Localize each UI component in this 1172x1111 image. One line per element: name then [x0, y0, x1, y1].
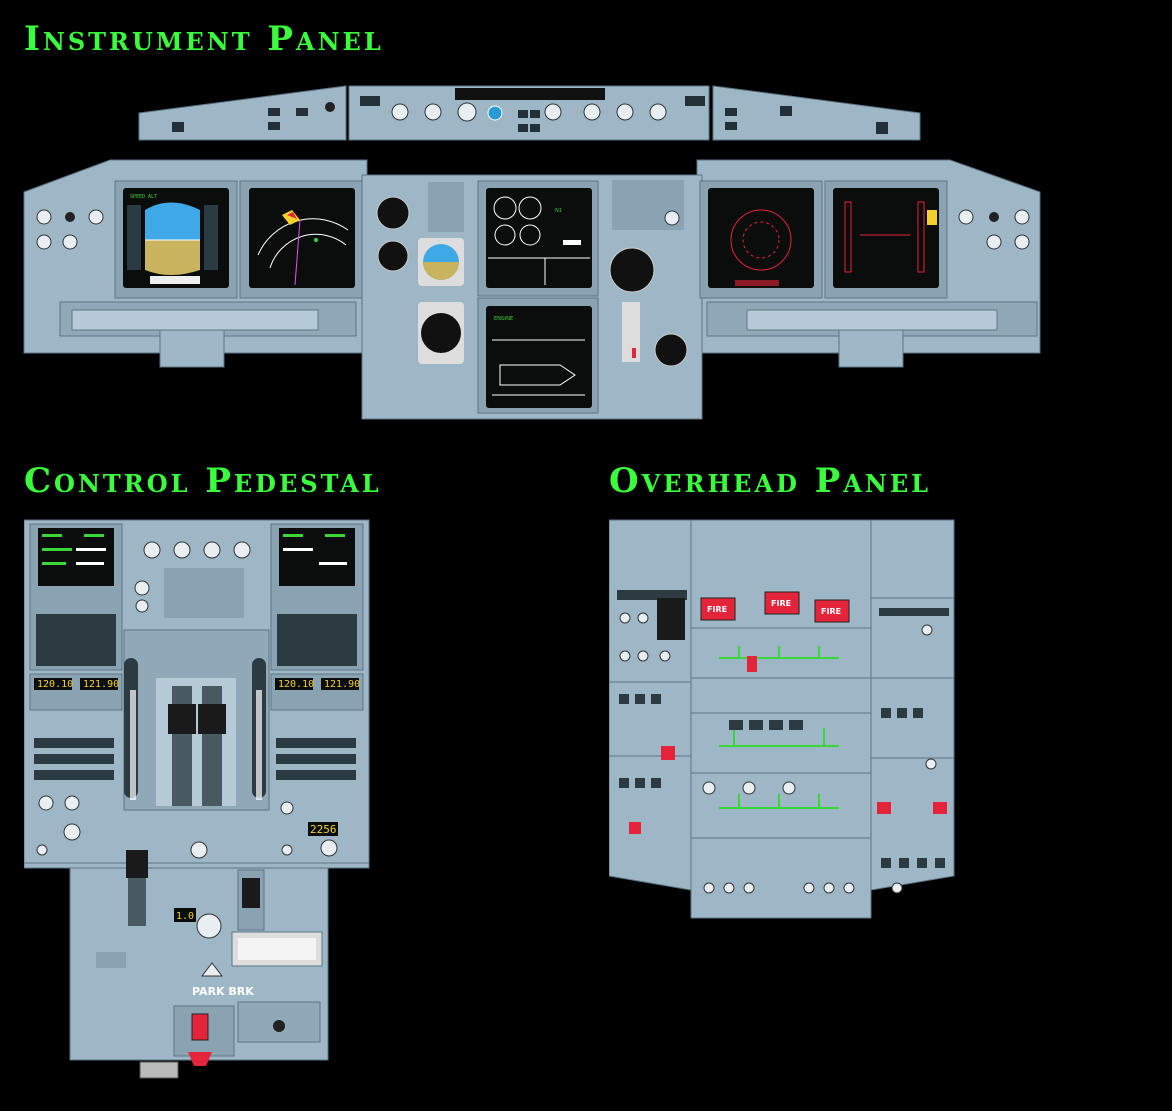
electrical-hydraulic-synoptic [719, 646, 839, 809]
gauge-icon [376, 196, 410, 230]
instrument-panel-heading: Instrument Panel [24, 19, 384, 59]
fire-label-3: FIRE [821, 607, 841, 616]
pfd-captain: SPEED ALT [123, 188, 229, 288]
ecam-upper: N1 [486, 188, 592, 288]
svg-text:N1: N1 [555, 208, 562, 214]
svg-text:ENGINE: ENGINE [494, 316, 513, 322]
glareshield-left [138, 85, 347, 141]
park-brake-label: PARK BRK [192, 985, 254, 998]
engine-fire-panel[interactable]: FIRE FIRE FIRE [700, 591, 850, 623]
rmp-right-active: 120.10 [278, 679, 314, 690]
ecam-control-panel[interactable] [134, 541, 251, 618]
ecam-lower: ENGINE [486, 306, 592, 408]
instrument-panel: SPEED ALT N1 ENGINE [23, 85, 1041, 420]
engine-master-switches[interactable] [173, 1005, 235, 1066]
fire-label-2: FIRE [771, 599, 791, 608]
stab-readout: 1.0 [176, 911, 194, 922]
overhead-panel-heading: Overhead Panel [609, 461, 932, 501]
fcu-knobs[interactable] [391, 102, 667, 122]
nd-captain [249, 188, 355, 288]
mcdu-left[interactable] [29, 523, 123, 671]
speedbrake-lever[interactable] [126, 850, 148, 926]
overhead-panel: FIRE FIRE FIRE [609, 519, 955, 919]
fire-button-icon [700, 597, 736, 621]
flaps-lever[interactable] [237, 869, 265, 931]
thrust-lever-icon [168, 686, 226, 806]
fire-label-1: FIRE [707, 605, 727, 614]
rmp-left-active: 120.10 [37, 679, 73, 690]
fcu-buttons[interactable] [172, 96, 888, 134]
rmp-left-standby: 121.90 [83, 679, 119, 690]
xpdr-code-display: 2256 [310, 823, 337, 836]
control-pedestal-heading: Control Pedestal [24, 461, 382, 501]
keypad-icon [36, 614, 116, 666]
svg-text:SPEED ALT: SPEED ALT [130, 194, 157, 200]
overhead-knobs[interactable] [619, 612, 937, 894]
rmp-right[interactable]: 120.10 121.90 [270, 673, 364, 711]
thrust-quadrant[interactable] [123, 629, 270, 811]
glareshield-right [712, 85, 921, 141]
switch-icon[interactable] [617, 590, 949, 868]
rmp-right-standby: 121.90 [324, 679, 360, 690]
standby-instruments [376, 196, 688, 367]
rmp-left[interactable]: 120.10 121.90 [29, 673, 123, 711]
mcdu-right[interactable] [270, 523, 364, 671]
knob-icon[interactable] [196, 913, 222, 939]
fcu-display [455, 88, 605, 100]
audio-control-panels[interactable] [34, 738, 356, 780]
overhead-red-switches[interactable] [629, 746, 947, 834]
side-panel-controls[interactable] [36, 209, 1030, 250]
pedestal-knobs[interactable] [36, 795, 338, 859]
control-pedestal: 120.10 121.90 120.10 121.90 2256 1.0 [24, 519, 370, 1079]
pfd-first-officer [833, 188, 939, 288]
nd-first-officer [708, 188, 814, 288]
